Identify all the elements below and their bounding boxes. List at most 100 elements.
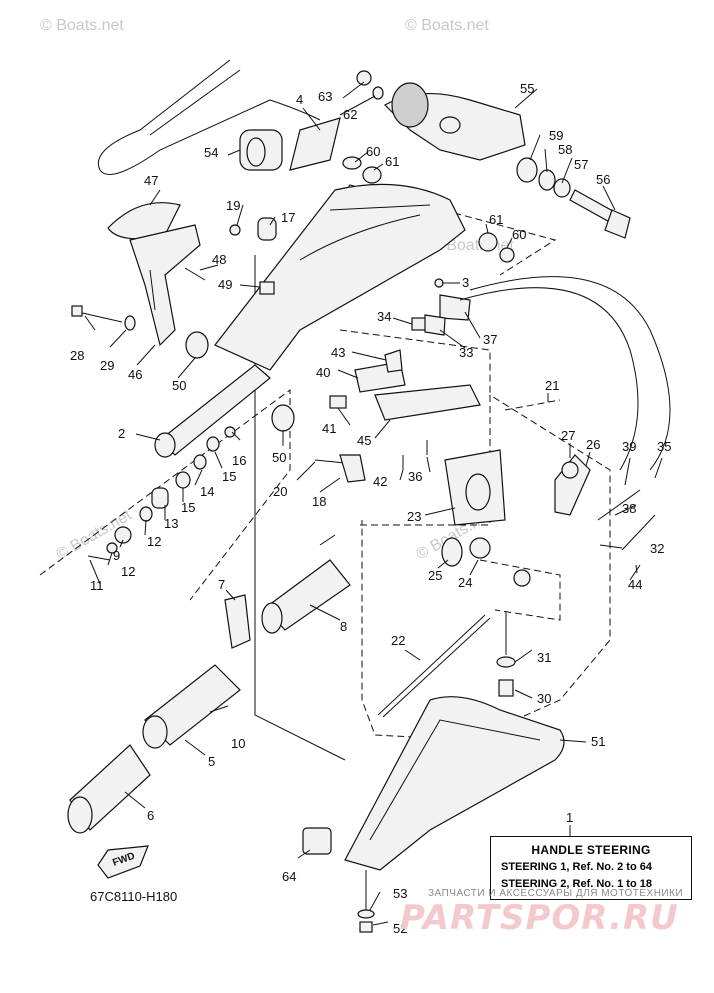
callout-15: 15 xyxy=(222,469,236,484)
callout-19: 19 xyxy=(226,198,240,213)
part-2-shaft-end xyxy=(154,432,176,458)
part-39-cable xyxy=(459,287,639,471)
part-13 xyxy=(151,487,169,509)
callout-28: 28 xyxy=(70,348,84,363)
callout-50-b: 50 xyxy=(272,450,286,465)
part-22-rod-edge xyxy=(382,617,491,718)
part-61-collar-b xyxy=(478,232,498,252)
callout-55: 55 xyxy=(520,81,534,96)
callout-33: 33 xyxy=(459,345,473,360)
callout-31: 31 xyxy=(537,650,551,665)
callout-54: 54 xyxy=(204,145,218,160)
callout-42: 42 xyxy=(373,474,387,489)
part-61-collar xyxy=(362,166,382,184)
callout-29: 29 xyxy=(100,358,114,373)
part-55-boss xyxy=(391,82,429,128)
callout-15-b: 15 xyxy=(181,500,195,515)
callout-1: 1 xyxy=(566,810,573,825)
part-24-knob xyxy=(469,537,491,559)
part-60-washer-b xyxy=(499,247,515,263)
callout-57: 57 xyxy=(574,157,588,172)
callout-39: 39 xyxy=(622,439,636,454)
callout-34: 34 xyxy=(377,309,391,324)
callout-43: 43 xyxy=(331,345,345,360)
group-outline-steering-2 xyxy=(360,394,611,741)
part-22-rod xyxy=(377,614,486,716)
callout-6: 6 xyxy=(147,808,154,823)
part-41 xyxy=(329,395,347,409)
part-57-washer xyxy=(553,178,571,198)
tiller-detail xyxy=(329,204,431,211)
callout-61-b: 61 xyxy=(489,212,503,227)
part-32-cable-end xyxy=(621,514,656,551)
legend-row-steering-1: STEERING 1, Ref. No. 2 to 64 xyxy=(501,861,652,873)
callout-51: 51 xyxy=(591,734,605,749)
part-24-gear xyxy=(513,569,531,587)
part-10-screw xyxy=(209,705,229,713)
part-19-screw xyxy=(229,224,241,236)
part-51-bottom-cover xyxy=(344,696,565,871)
callout-16: 16 xyxy=(232,453,246,468)
remote-cable xyxy=(98,59,271,175)
callout-64: 64 xyxy=(282,869,296,884)
handle-detail xyxy=(149,269,156,311)
part-3-screw xyxy=(434,278,444,288)
callout-2: 2 xyxy=(118,426,125,441)
callout-41: 41 xyxy=(322,421,336,436)
part-tiller-arm xyxy=(214,183,466,371)
part-4-label xyxy=(289,117,341,171)
group-outline-40 xyxy=(339,329,491,400)
callout-9: 9 xyxy=(113,548,120,563)
callout-24: 24 xyxy=(458,575,472,590)
leader-lines xyxy=(84,81,663,926)
brand-subtitle: ЗАПЧАСТИ И АКСЕССУАРЫ ДЛЯ МОТОТЕХНИКИ xyxy=(428,888,684,899)
group-outline-24 xyxy=(479,559,561,621)
part-50-collar xyxy=(185,331,209,359)
part-6-grip-end xyxy=(67,796,93,834)
part-56-bolt-head xyxy=(604,209,631,239)
part-30-bolt xyxy=(498,679,514,697)
part-9 xyxy=(114,526,132,544)
part-43 xyxy=(384,349,403,373)
fwd-arrow-icon xyxy=(97,845,149,879)
callout-32: 32 xyxy=(650,541,664,556)
callout-7: 7 xyxy=(218,577,225,592)
callout-40: 40 xyxy=(316,365,330,380)
callout-50: 50 xyxy=(172,378,186,393)
part-63-nut xyxy=(356,70,372,86)
callout-4: 4 xyxy=(296,92,303,107)
part-23-lever-hub xyxy=(465,473,491,511)
callout-27: 27 xyxy=(561,428,575,443)
group-outline-handle-parts xyxy=(39,389,291,601)
callout-10: 10 xyxy=(231,736,245,751)
brand-logo: PARTSPOR.RU xyxy=(400,898,679,938)
callout-46: 46 xyxy=(128,367,142,382)
part-8-tab xyxy=(319,534,336,546)
callout-37: 37 xyxy=(483,332,497,347)
part-55-hole xyxy=(439,116,461,134)
part-46-handle xyxy=(129,224,201,347)
callout-48: 48 xyxy=(212,252,226,267)
callout-12-b: 12 xyxy=(121,564,135,579)
part-37 xyxy=(439,294,471,321)
callout-47: 47 xyxy=(144,173,158,188)
callout-35: 35 xyxy=(657,439,671,454)
brand-watermark: ЗАПЧАСТИ И АКСЕССУАРЫ ДЛЯ МОТОТЕХНИКИ PA… xyxy=(400,888,700,948)
part-38-cable-end xyxy=(597,489,641,521)
part-17-clamp xyxy=(257,217,277,241)
part-45-plate xyxy=(374,384,481,421)
callout-11: 11 xyxy=(90,578,104,593)
watermark: © Boats.net xyxy=(40,17,124,34)
leader-line-long xyxy=(254,255,346,761)
part-44-clip xyxy=(629,564,641,581)
part-11-pin xyxy=(87,555,111,561)
part-64-grommet xyxy=(302,827,332,855)
callout-49: 49 xyxy=(218,277,232,292)
group-outline-21 xyxy=(504,399,561,411)
part-31-washer xyxy=(496,656,516,668)
part-27-gear xyxy=(561,461,579,479)
part-48-screw xyxy=(184,267,206,281)
tiller-detail-2 xyxy=(299,214,421,261)
callout-3: 3 xyxy=(462,275,469,290)
